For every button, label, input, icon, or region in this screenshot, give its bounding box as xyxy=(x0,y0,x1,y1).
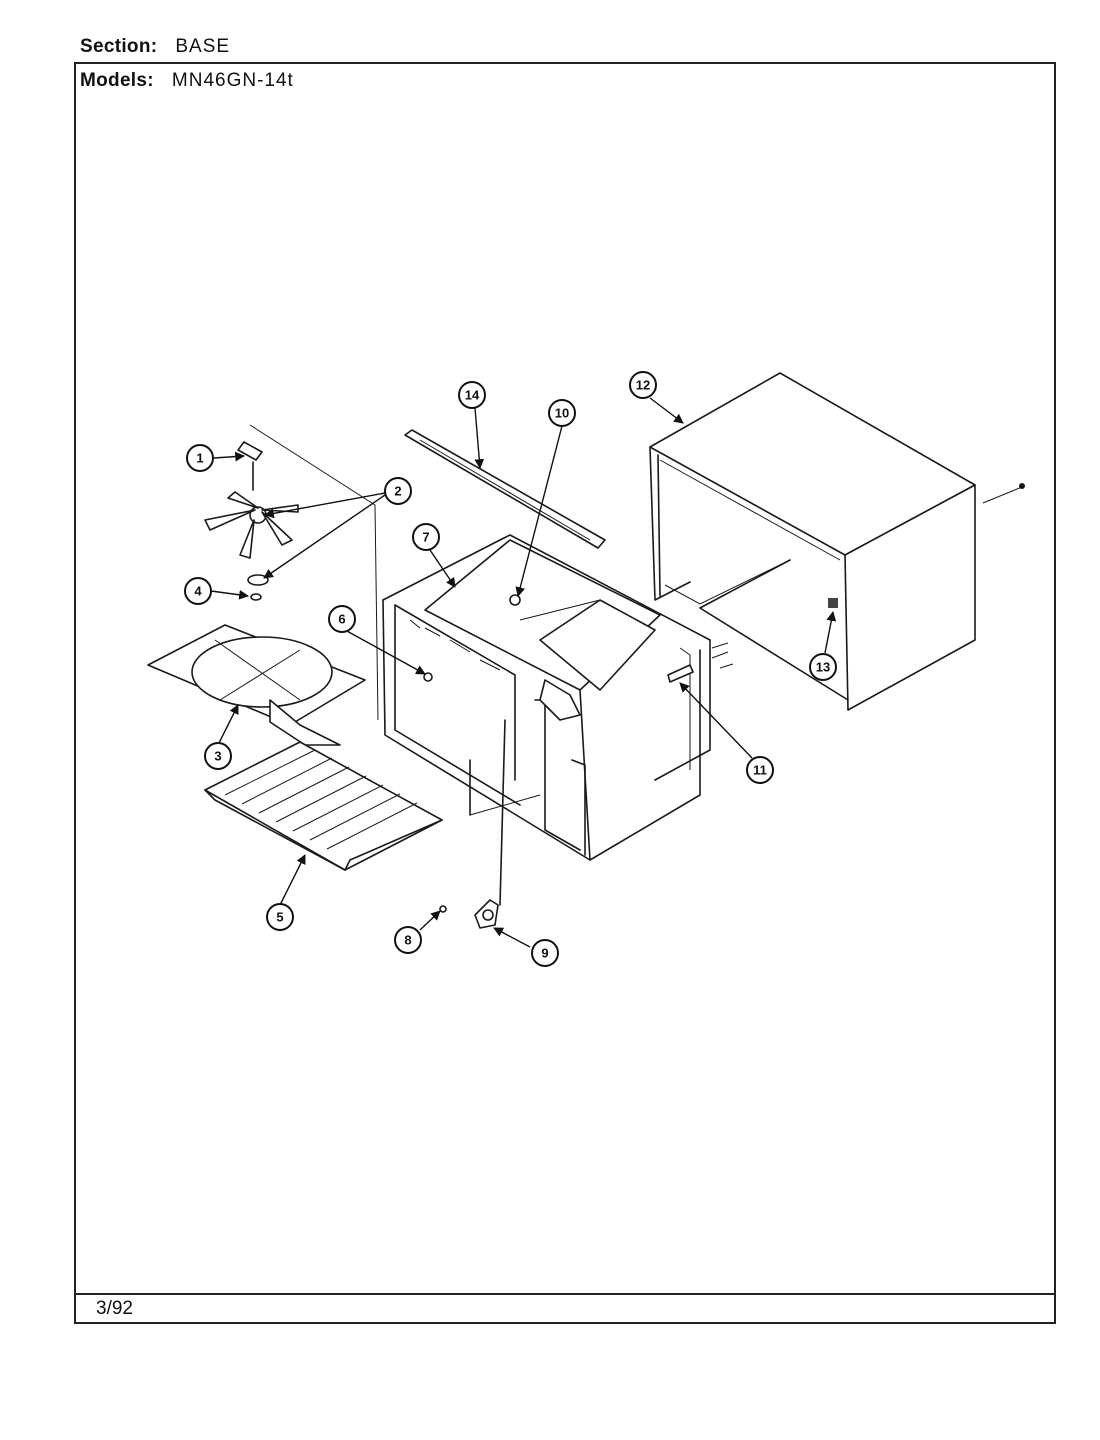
section-heading: Section: BASE xyxy=(80,36,230,58)
callout-4: 4 xyxy=(184,577,212,605)
models-label: Models: xyxy=(80,70,154,91)
oven-box-drawing xyxy=(382,534,711,861)
revision-date: 3/92 xyxy=(96,1298,133,1319)
callout-14: 14 xyxy=(458,381,486,409)
fan-baffle-drawing xyxy=(147,624,366,746)
callout-12: 12 xyxy=(629,371,657,399)
callout-13: 13 xyxy=(809,653,837,681)
callout-1: 1 xyxy=(186,444,214,472)
diagram-frame xyxy=(74,62,1056,1324)
callout-11: 11 xyxy=(746,756,774,784)
callout-7-label: 7 xyxy=(422,530,429,545)
section-value: BASE xyxy=(175,36,231,57)
section-label: Section: xyxy=(80,36,158,57)
models-value: MN46GN-14t xyxy=(171,70,294,91)
top-rail-drawing xyxy=(404,429,606,549)
callout-5-label: 5 xyxy=(276,910,283,925)
callout-10-label: 10 xyxy=(555,406,569,421)
callout-14-label: 14 xyxy=(465,388,480,403)
small-parts-drawing xyxy=(423,642,734,929)
callout-7: 7 xyxy=(412,523,440,551)
callout-2: 2 xyxy=(384,477,412,505)
callout-3: 3 xyxy=(204,742,232,770)
outer-cabinet-drawing xyxy=(649,372,1025,711)
callout-6-label: 6 xyxy=(338,612,345,627)
callout-9-label: 9 xyxy=(541,946,548,961)
callout-4-label: 4 xyxy=(194,584,202,599)
callout-2-label: 2 xyxy=(394,484,401,499)
callout-1-label: 1 xyxy=(196,451,203,466)
oven-rack-drawing xyxy=(204,741,443,871)
models-heading: Models: MN46GN-14t xyxy=(80,70,294,92)
callout-5: 5 xyxy=(266,903,294,931)
callout-3-label: 3 xyxy=(214,749,221,764)
callout-8-label: 8 xyxy=(404,933,411,948)
footer-divider xyxy=(74,1293,1056,1295)
fan-assembly-drawing xyxy=(204,424,379,721)
callout-11-label: 11 xyxy=(753,763,767,778)
callout-12-label: 12 xyxy=(636,378,650,393)
callout-10: 10 xyxy=(548,399,576,427)
callout-8: 8 xyxy=(394,926,422,954)
callout-6: 6 xyxy=(328,605,356,633)
callout-leaders xyxy=(210,397,837,948)
callout-9: 9 xyxy=(531,939,559,967)
callout-13-label: 13 xyxy=(816,660,830,675)
